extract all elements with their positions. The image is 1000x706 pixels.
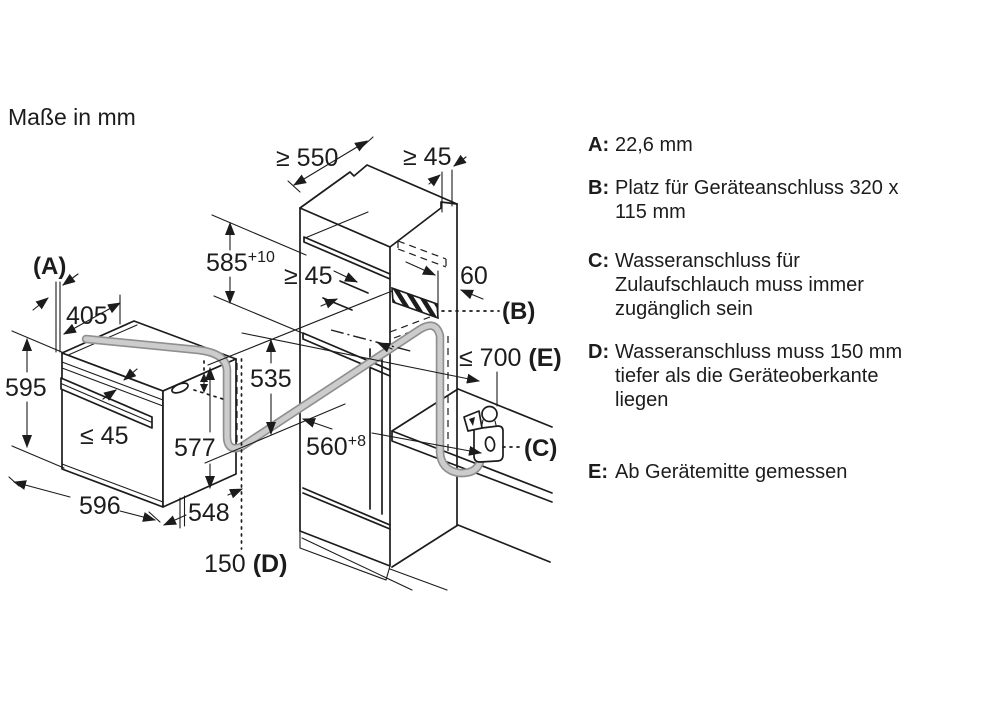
legend-key-b: B: — [588, 177, 610, 199]
tall-cabinet — [299, 164, 458, 591]
dimension-labels: (A) 405 595 ≤ 45 596 548 577 535 150(D) … — [5, 143, 562, 578]
legend-text-b: Platz für Geräteanschluss 320 x 115 mm — [615, 177, 899, 223]
water-valve-icon — [463, 405, 504, 463]
dim-label-a: (A) — [33, 253, 66, 280]
legend-entry-e: E: Ab Gerätemitte gemessen — [588, 460, 958, 484]
legend-entry-c: C: Wasseranschluss für Zulaufschlauch mu… — [588, 249, 958, 321]
legend-key-d: D: — [588, 341, 610, 363]
oven — [60, 320, 237, 508]
dim-ge45-top: ≥ 45 — [403, 143, 451, 171]
dim-label-c: (C) — [524, 435, 557, 462]
legend-text-c: Wasseranschluss für Zulaufschlauch muss … — [615, 250, 864, 320]
legend-key-c: C: — [588, 250, 610, 272]
legend-key-e: E: — [588, 461, 608, 483]
dim-60: 60 — [460, 262, 488, 290]
connection-area-hatch — [391, 286, 439, 320]
dim-595: 595 — [5, 374, 47, 402]
legend-entry-d: D: Wasseranschluss muss 150 mm tiefer al… — [588, 340, 958, 412]
oven-side-slot — [171, 382, 189, 394]
dim-le45-door: ≤ 45 — [80, 422, 128, 450]
page-title: Maße in mm — [8, 104, 136, 130]
dim-405: 405 — [66, 302, 108, 330]
dim-150-d: 150(D) — [204, 550, 287, 578]
dim-548: 548 — [188, 499, 230, 527]
legend-text-a: 22,6 mm — [615, 134, 693, 156]
dim-560: 560+8 — [306, 433, 366, 461]
legend-text-d: Wasseranschluss muss 150 mm tiefer als d… — [615, 341, 903, 411]
dim-585: 585+10 — [206, 249, 275, 277]
dimension-lines — [8, 136, 522, 550]
legend-entry-a: A: 22,6 mm — [588, 133, 958, 157]
water-hose — [81, 321, 488, 478]
dim-le700-e: ≤ 700(E) — [459, 344, 562, 372]
legend-key-a: A: — [588, 134, 610, 156]
dim-577: 577 — [174, 434, 216, 462]
legend-entry-b: B: Platz für Geräteanschluss 320 x 115 m… — [588, 176, 958, 224]
legend-text-e: Ab Gerätemitte gemessen — [615, 461, 848, 483]
dim-535: 535 — [250, 365, 292, 393]
dim-label-b: (B) — [502, 298, 535, 325]
dim-ge45-niche: ≥ 45 — [284, 262, 332, 290]
dim-ge550: ≥ 550 — [276, 144, 338, 172]
dim-596: 596 — [79, 492, 121, 520]
